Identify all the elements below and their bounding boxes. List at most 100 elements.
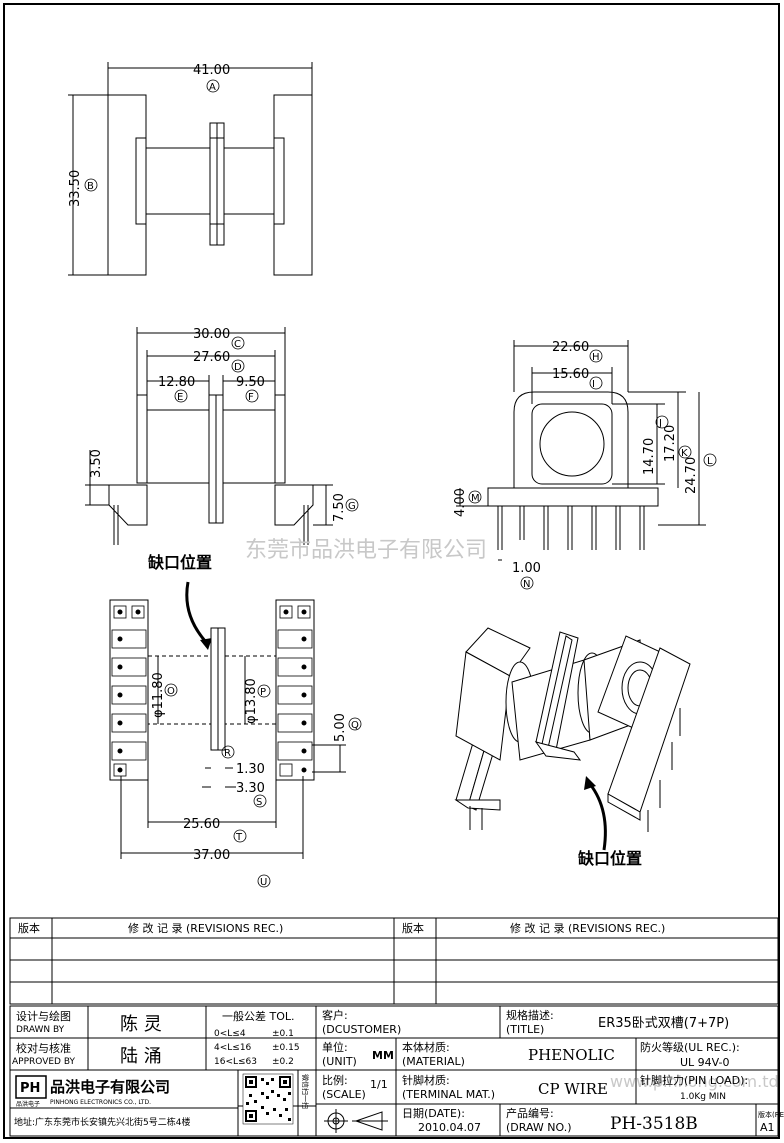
dim-v-value: 37.00 [193, 848, 230, 863]
scale-value: 1/1 [370, 1078, 388, 1091]
callout-d-letter: D [234, 362, 242, 373]
projection-symbol [324, 1109, 388, 1133]
rev-col-record-left: 修 改 记 录 (REVISIONS REC.) [128, 921, 283, 935]
callout-u [257, 874, 271, 888]
company-address: 地址:广东东莞市长安镇先兴北街5号二栋4楼 [14, 1116, 191, 1128]
callout-r [221, 745, 235, 759]
scale-en: (SCALE) [322, 1088, 366, 1101]
callout-e [174, 389, 188, 403]
title-value: ER35卧式双槽(7+7P) [598, 1016, 729, 1031]
dim-d-value: 27.60 [193, 350, 230, 365]
callout-j-letter: J [658, 418, 662, 429]
tol-value-3: ±0.2 [272, 1057, 294, 1067]
title-en: (TITLE) [506, 1023, 544, 1036]
callout-i [589, 376, 603, 390]
rev-col-version-left: 版本 [18, 921, 40, 935]
dim-m-value: 24.70 [684, 457, 699, 494]
unit-en: (UNIT) [322, 1055, 357, 1068]
terminal-value: CP WIRE [538, 1080, 608, 1098]
callout-o [164, 683, 178, 697]
dim-j-value: 15.60 [552, 367, 589, 382]
callout-f-letter: F [248, 392, 254, 403]
top-view [68, 62, 313, 276]
bottom-view [109, 599, 346, 859]
approved-by-name: 陆 涌 [120, 1046, 162, 1067]
callout-k-letter: K [681, 448, 688, 459]
dim-u-value: 25.60 [183, 817, 220, 832]
callout-n-letter: N [523, 579, 530, 590]
draw-no-value: PH-3518B [610, 1114, 698, 1134]
terminal-cn: 针脚材质: [402, 1073, 450, 1087]
ul-rating-value: UL 94V-0 [680, 1056, 730, 1069]
draw-no-cn: 产品编号: [506, 1106, 554, 1120]
callout-a-letter: A [209, 82, 216, 93]
company-name-cn: 品洪电子有限公司 [50, 1078, 170, 1096]
dim-l-value: 17.20 [663, 425, 678, 462]
front-view [85, 327, 333, 545]
notch-arrow-2 [588, 783, 607, 851]
qr-side-text: 微信扫一扫 [301, 1074, 310, 1109]
title-block [9, 1005, 779, 1137]
terminal-en: (TERMINAL MAT.) [402, 1088, 495, 1101]
callout-k [678, 445, 692, 459]
company-name-en: PINHONG ELECTRONICS CO., LTD. [50, 1099, 151, 1106]
drawn-by-en: DRAWN BY [16, 1025, 65, 1035]
ul-rating-cn: 防火等级(UL REC.): [640, 1040, 740, 1054]
notch-label-2: 缺口位置 [578, 849, 642, 868]
material-value: PHENOLIC [528, 1046, 615, 1064]
callout-r-letter: R [224, 748, 231, 759]
callout-q [348, 717, 362, 731]
approved-by-cn: 校对与核准 [16, 1041, 71, 1055]
customer-en: (DCUSTOMER) [322, 1023, 401, 1036]
dim-g-value: 3.50 [89, 449, 104, 478]
callout-t-letter: T [235, 832, 243, 843]
callout-q-letter: Q [351, 720, 359, 731]
pin-load-cn: 针脚拉力(PIN LOAD): [640, 1073, 748, 1087]
date-cn: 日期(DATE): [402, 1107, 465, 1120]
unit-value: MM [372, 1049, 394, 1062]
dim-a-value: 41.00 [193, 63, 230, 78]
notch-label-1: 缺口位置 [148, 553, 212, 572]
callout-p-letter: P [260, 687, 266, 698]
isometric-view [454, 627, 691, 821]
notch-arrowhead-2 [584, 776, 596, 790]
callout-n [520, 576, 534, 590]
callout-f [245, 389, 259, 403]
dim-e-value: 12.80 [158, 375, 195, 390]
callout-u-letter: U [260, 877, 267, 888]
rev-col-version-right: 版本 [402, 921, 424, 935]
pin-load-value: 1.0Kg MIN [680, 1092, 726, 1102]
callout-h [589, 349, 603, 363]
callout-c-letter: C [234, 339, 241, 350]
dim-i-value: 22.60 [552, 340, 589, 355]
callout-j [655, 415, 669, 429]
tolerance-title: 一般公差 TOL. [222, 1009, 295, 1023]
material-en: (MATERIAL) [402, 1055, 465, 1068]
tol-range-1: 0<L≤4 [214, 1029, 246, 1039]
draw-no-en: (DRAW NO.) [506, 1121, 571, 1134]
callout-l-letter: L [707, 456, 713, 467]
tol-range-2: 4<L≤16 [214, 1043, 252, 1053]
watermark-company: 东莞市品洪电子有限公司 [245, 538, 487, 563]
dim-c-value: 30.00 [193, 327, 230, 342]
watermark-url: www.pinhong.com.td [610, 1072, 779, 1091]
callout-s [253, 794, 267, 808]
logo-letters: PH [20, 1081, 40, 1096]
drawn-by-cn: 设计与绘图 [16, 1009, 71, 1023]
tol-range-3: 16<L≤63 [214, 1057, 257, 1067]
date-value: 2010.04.07 [418, 1121, 481, 1134]
callout-s-letter: S [256, 797, 262, 808]
dim-r-value: 5.00 [333, 713, 348, 742]
callout-l [703, 453, 717, 467]
callout-h-letter: H [592, 352, 600, 363]
dim-s-value: 1.30 [236, 762, 265, 777]
dim-h-value: 7.50 [332, 493, 347, 522]
callout-b [84, 178, 98, 192]
tol-value-1: ±0.1 [272, 1029, 294, 1039]
callout-e-letter: E [177, 392, 183, 403]
sheet-border [3, 3, 780, 1139]
drawn-by-name: 陈 灵 [120, 1014, 162, 1035]
iso-pins [469, 708, 681, 832]
material-cn: 本体材质: [402, 1040, 450, 1054]
